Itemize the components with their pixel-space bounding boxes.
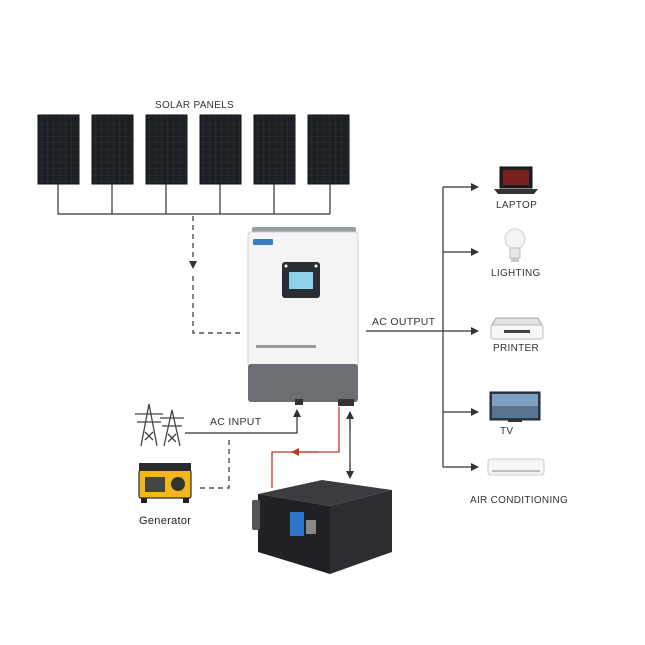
lighting-label: LIGHTING bbox=[491, 268, 541, 279]
ac-output-lines bbox=[366, 183, 479, 471]
solar-feed-line bbox=[189, 216, 244, 334]
ac-input-line bbox=[185, 409, 301, 434]
light-bulb-icon bbox=[504, 228, 526, 262]
panel-wiring bbox=[57, 184, 331, 215]
generator-label: Generator bbox=[139, 515, 192, 527]
battery-icon bbox=[252, 480, 392, 574]
ac-input-label: AC INPUT bbox=[210, 416, 262, 428]
printer-label: PRINTER bbox=[493, 343, 539, 354]
generator-feed-line bbox=[200, 440, 230, 489]
air-conditioning-label: AIR CONDITIONING bbox=[470, 495, 569, 506]
solar-panels-label: SOLAR PANELS bbox=[155, 100, 235, 111]
laptop-label: LAPTOP bbox=[496, 200, 538, 211]
tv-icon bbox=[489, 391, 541, 422]
transmission-tower-icon bbox=[135, 403, 184, 447]
ac-output-label: AC OUTPUT bbox=[372, 316, 436, 328]
tv-label: TV bbox=[500, 426, 514, 437]
solar-panel-icon bbox=[37, 114, 350, 185]
air-conditioner-icon bbox=[487, 458, 545, 476]
inverter-icon bbox=[247, 227, 359, 406]
laptop-icon bbox=[494, 166, 538, 194]
printer-icon bbox=[490, 317, 544, 340]
battery-link-line bbox=[271, 407, 340, 488]
generator-icon bbox=[138, 463, 192, 503]
